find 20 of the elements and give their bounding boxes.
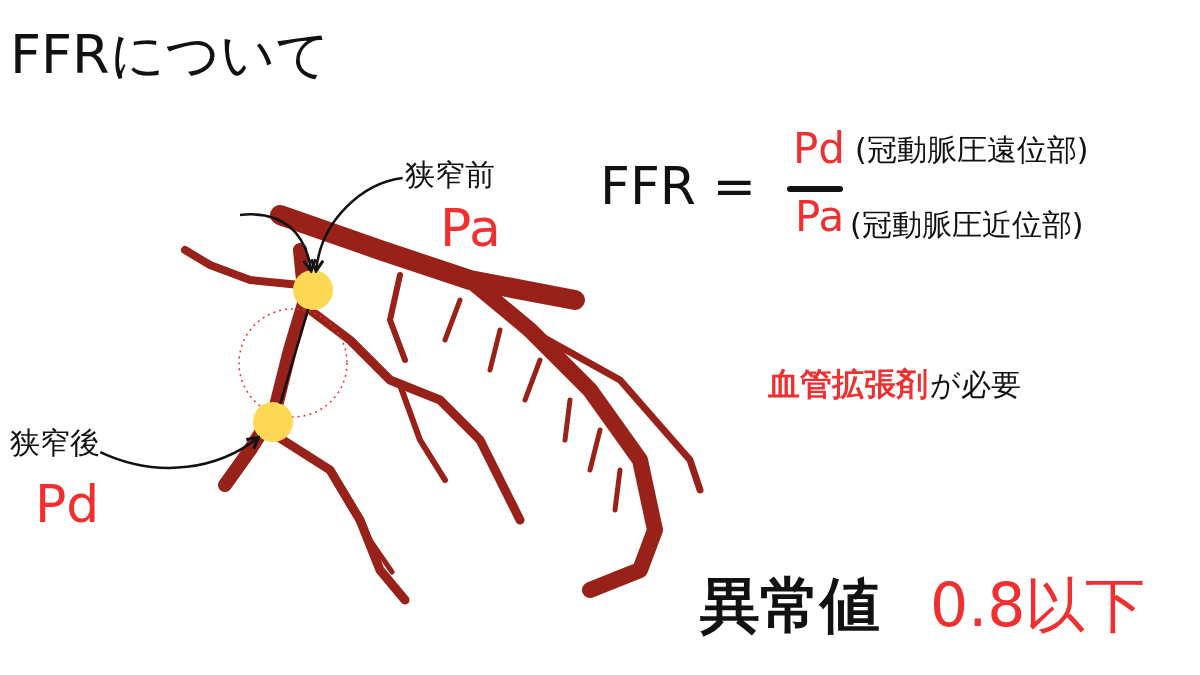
numerator-note: (冠動脈圧遠位部) — [855, 135, 1089, 165]
title: FFRについて — [10, 28, 330, 82]
note-text: が必要 — [930, 370, 1021, 400]
wire-line — [279, 308, 310, 405]
arrow — [310, 176, 403, 273]
node-label: 狭窄後 — [10, 428, 100, 458]
pressure-label: Pa — [440, 202, 501, 254]
sensor-dot — [293, 270, 333, 310]
formula-text: FFR = — [600, 160, 757, 212]
value-label: 0.8以下 — [930, 575, 1146, 635]
denominator-note: (冠動脈圧近位部) — [850, 210, 1084, 240]
sensor-dot — [253, 402, 293, 442]
node-label: 狭窄前 — [405, 160, 495, 190]
arrow — [239, 213, 317, 273]
arrow — [99, 435, 261, 470]
pressure-label: Pd — [35, 478, 100, 530]
value-label: 異常値 — [700, 575, 880, 635]
numerator: Pd — [793, 128, 845, 170]
note-text: 血管拡張剤 — [768, 368, 928, 400]
denominator: Pa — [795, 196, 845, 238]
